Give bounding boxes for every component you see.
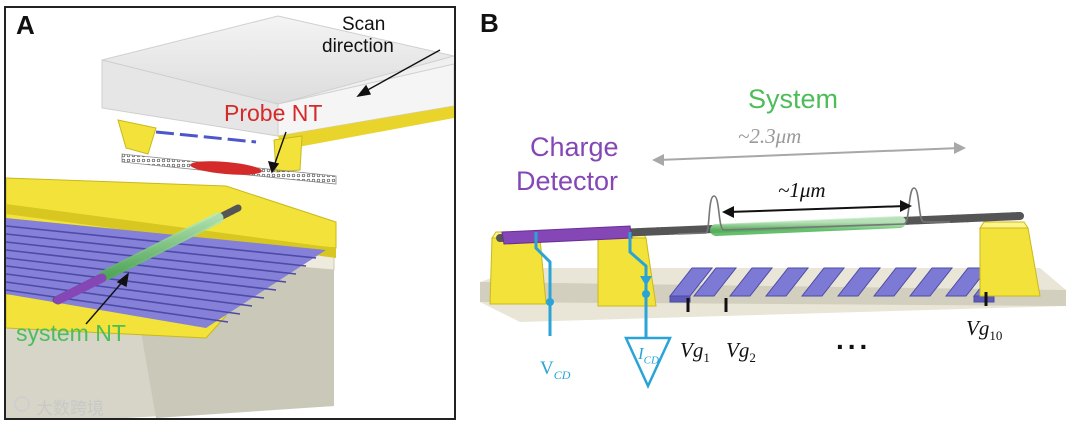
panel-b-letter: B bbox=[480, 8, 499, 38]
gate-label-2: Vg2 bbox=[726, 338, 756, 366]
system-title: System bbox=[748, 84, 839, 114]
vcd-label: VCD bbox=[540, 358, 570, 383]
watermark: 大数跨境 bbox=[36, 399, 104, 418]
suspended-nanotube bbox=[496, 212, 1024, 245]
probe-nt-label: Probe NT bbox=[224, 100, 323, 126]
panel-a-illustration bbox=[6, 15, 454, 418]
vcd-sub: CD bbox=[553, 367, 571, 382]
charge-detector-label-line1: Charge bbox=[530, 132, 619, 162]
icd-main: I bbox=[638, 344, 644, 363]
yellow-contacts bbox=[489, 221, 1041, 307]
potential-profile bbox=[677, 187, 950, 235]
charge-detector-label-line2: Detector bbox=[516, 166, 619, 196]
system-nanotube bbox=[52, 204, 242, 305]
probe-nanotube bbox=[121, 153, 337, 185]
span-long-label: ~2.3μm bbox=[738, 124, 802, 148]
scanning-tip-block bbox=[101, 15, 454, 173]
panel-b-illustration bbox=[480, 142, 1066, 390]
scan-direction-label-line2: direction bbox=[322, 36, 394, 57]
scan-direction-label-line1: Scan bbox=[342, 14, 386, 35]
annotation-arrows bbox=[85, 49, 441, 325]
span-short-label: ~1μm bbox=[778, 178, 826, 202]
panel-a-letter: A bbox=[16, 10, 35, 40]
detector-nodes bbox=[546, 276, 652, 306]
watermark-logo-icon bbox=[14, 396, 30, 412]
dimension-arrows bbox=[652, 142, 966, 218]
gate-ellipsis: ... bbox=[836, 324, 872, 355]
gate-label-10: Vg10 bbox=[966, 316, 1003, 344]
panel-b: B System ~2.3μm ~1μm Charge Detector VCD… bbox=[480, 6, 1076, 420]
icd-label: ICD bbox=[638, 344, 659, 366]
vcd-main: V bbox=[540, 358, 554, 379]
gate-label-1: Vg1 bbox=[680, 338, 710, 366]
icd-sub: CD bbox=[643, 354, 659, 367]
panel-a: A Scan direction Probe NT system NT 大数跨境 bbox=[4, 6, 456, 420]
gate-leads bbox=[686, 292, 988, 312]
system-nt-label: system NT bbox=[16, 320, 126, 346]
